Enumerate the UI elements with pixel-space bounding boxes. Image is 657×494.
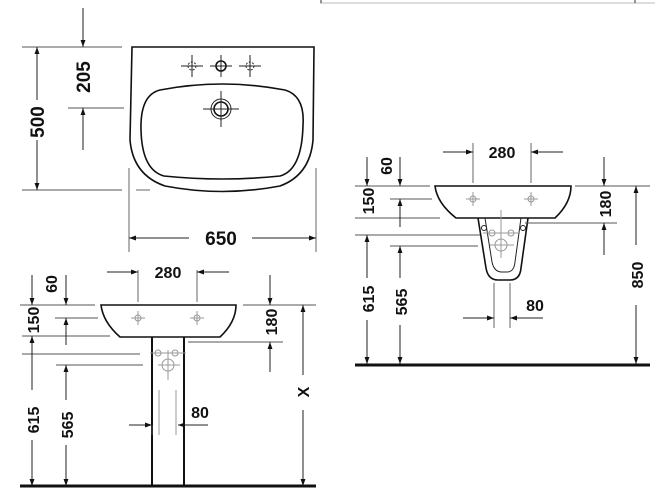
dim-top-to-tap-60: 60 (379, 157, 396, 175)
tap-marker-left-icon (131, 311, 145, 325)
dim-tap-offset-205: 205 (74, 61, 95, 93)
dim-width-650: 650 (205, 229, 237, 250)
basin-outline (129, 46, 315, 193)
semi-pedestal-outline (477, 217, 529, 281)
dim-trap-width-80: 80 (526, 298, 544, 315)
top-view: 500 205 650 (22, 8, 317, 252)
dim-tap-spacing-280: 280 (489, 145, 516, 162)
pedestal-view: 280 60 150 615 565 80 180 X (20, 265, 316, 488)
dim-trap-width-80: 80 (191, 405, 209, 422)
dim-depth-500: 500 (28, 106, 49, 138)
semi-pedestal-fittings-icon (481, 210, 526, 258)
tap-hole-left-icon (181, 55, 203, 77)
dim-supply-height-615: 615 (361, 286, 378, 313)
tap-hole-right-icon (239, 55, 261, 77)
dim-tap-spacing-280: 280 (155, 265, 182, 282)
semi-pedestal-view: 280 60 150 615 565 80 180 850 (355, 143, 650, 367)
dim-top-to-tap-60: 60 (44, 275, 61, 293)
drain-icon (203, 91, 239, 127)
pedestal-fittings-icon (150, 349, 186, 380)
tap-marker-right-icon (190, 311, 204, 325)
dim-waste-height-565: 565 (394, 289, 411, 316)
tap-hole-center-icon (210, 55, 232, 77)
tap-marker-right-icon (524, 192, 538, 206)
title-block-fragment (320, 0, 655, 4)
dim-waste-height-565: 565 (60, 412, 77, 439)
dim-side-height-180: 180 (264, 309, 281, 336)
dim-install-height-850: 850 (630, 262, 647, 289)
dim-install-height-x: X (296, 386, 313, 397)
bowl-outline (140, 83, 304, 180)
tap-marker-left-icon (466, 192, 480, 206)
dim-supply-height-615: 615 (26, 407, 43, 434)
basin-side-outline (434, 185, 572, 219)
dim-bowl-height-150: 150 (361, 188, 378, 215)
basin-side-outline (100, 304, 237, 338)
dim-bowl-height-150: 150 (26, 307, 43, 334)
dim-side-height-180: 180 (598, 191, 615, 218)
